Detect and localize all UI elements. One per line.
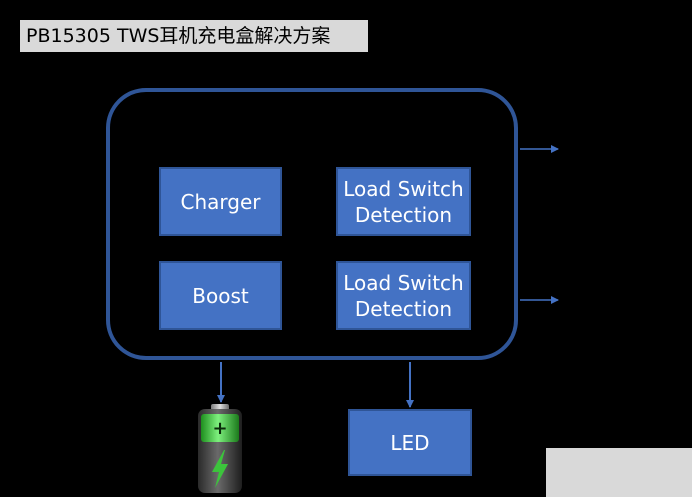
battery-charging-icon: +: [198, 404, 242, 493]
system-container: [106, 88, 518, 360]
battery-plus-label: +: [212, 418, 227, 439]
charger-block: Charger: [159, 167, 282, 236]
diagram-title: PB15305 TWS耳机充电盒解决方案: [20, 20, 368, 52]
led-block: LED: [348, 409, 472, 476]
load-switch-detection-block-2: Load Switch Detection: [336, 261, 471, 330]
load-switch-detection-block-1: Load Switch Detection: [336, 167, 471, 236]
corner-patch: [546, 448, 692, 497]
boost-block: Boost: [159, 261, 282, 330]
